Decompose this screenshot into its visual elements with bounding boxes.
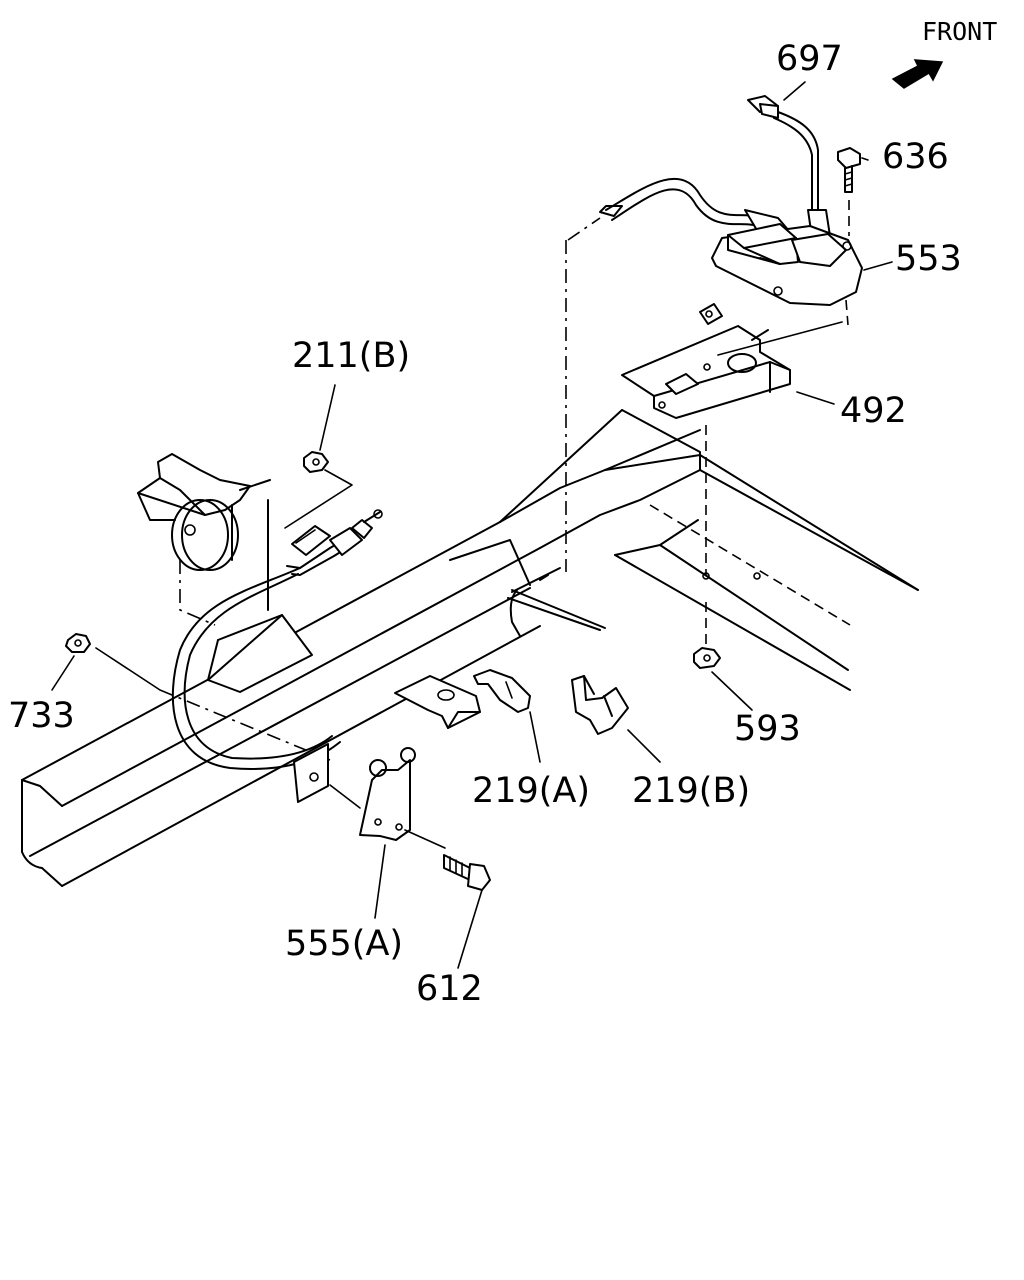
label-553: 553 bbox=[895, 239, 962, 279]
part-593-nut bbox=[693, 647, 753, 711]
front-label: FRONT bbox=[922, 17, 997, 46]
label-733: 733 bbox=[8, 696, 75, 736]
front-arrow-icon bbox=[891, 59, 944, 89]
part-211b-nut bbox=[284, 384, 353, 529]
part-553-sensor bbox=[711, 223, 893, 326]
part-492-bracket bbox=[621, 303, 843, 648]
label-555a: 555(A) bbox=[285, 924, 403, 964]
part-612-bolt bbox=[443, 854, 491, 969]
label-593: 593 bbox=[734, 709, 801, 749]
label-492: 492 bbox=[840, 391, 907, 431]
label-211b: 211(B) bbox=[292, 336, 410, 376]
label-636: 636 bbox=[882, 137, 949, 177]
crossmember-bracket bbox=[394, 675, 481, 729]
front-direction-indicator: FRONT bbox=[891, 17, 997, 89]
part-219b-clip bbox=[571, 675, 661, 763]
part-636-bolt bbox=[837, 147, 869, 236]
sensor-cable bbox=[565, 177, 791, 572]
label-697: 697 bbox=[776, 39, 843, 79]
part-555a-bracket bbox=[293, 743, 446, 919]
part-219a-clip bbox=[473, 669, 541, 763]
cable-guide-bracket bbox=[207, 614, 313, 693]
label-612: 612 bbox=[416, 969, 483, 1009]
part-733-nut bbox=[51, 633, 331, 761]
label-219b: 219(B) bbox=[632, 771, 750, 811]
seat-pulley-bracket bbox=[137, 453, 271, 626]
label-219a: 219(A) bbox=[472, 771, 590, 811]
